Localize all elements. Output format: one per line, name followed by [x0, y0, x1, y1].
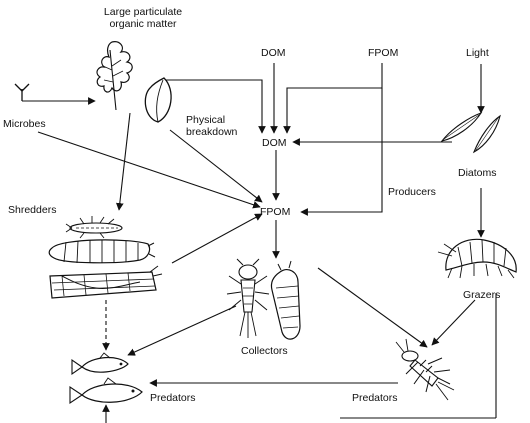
- collectors-label: Collectors: [241, 345, 288, 357]
- arrow-grazers-to-predators: [432, 300, 475, 345]
- predator-fish-icon: [70, 353, 142, 403]
- arrow-leaf-to-shredders: [119, 113, 130, 210]
- shredder-larva-3: [50, 266, 162, 298]
- light-label: Light: [466, 47, 489, 59]
- collector-insects-icon: [227, 259, 300, 339]
- arrow-microbes-to-fpom: [38, 132, 260, 207]
- fish-2: [70, 378, 142, 403]
- dom-top-label: DOM: [261, 47, 286, 59]
- lpom-label: Large particulate organic matter: [88, 6, 198, 30]
- diatom-icon: [442, 113, 500, 152]
- microbe-icon: [15, 84, 29, 101]
- lpom-label-line2: organic matter: [88, 18, 198, 30]
- grazer-amphipod-icon: [438, 239, 516, 278]
- physical-label-line1: Physical: [186, 114, 237, 126]
- fpom-top-label: FPOM: [368, 47, 398, 59]
- shredders-label: Shredders: [8, 204, 56, 216]
- producers-label: Producers: [388, 186, 436, 198]
- arrow-physical-to-fpom: [170, 130, 262, 202]
- arrow-shredders-to-fpom: [172, 214, 262, 263]
- grazers-label: Grazers: [463, 289, 500, 301]
- oak-leaf-icon: [97, 42, 132, 110]
- microbes-label: Microbes: [3, 118, 46, 130]
- predator-insect-icon: [396, 339, 454, 400]
- arrow-producers-to-fpom: [301, 185, 382, 212]
- shredder-larva-1: [66, 216, 122, 238]
- predators-left-label: Predators: [150, 392, 196, 404]
- fish-1: [72, 353, 128, 374]
- fpom-mid-label: FPOM: [260, 206, 290, 218]
- arrow-collectors-to-fish: [128, 306, 236, 355]
- shredder-insects-icon: [49, 216, 162, 298]
- diatoms-label: Diatoms: [458, 167, 497, 179]
- physical-breakdown-label: Physical breakdown: [186, 114, 237, 138]
- arrow-fpom-top-to-dom: [287, 63, 382, 133]
- predators-right-label: Predators: [352, 392, 398, 404]
- smooth-leaf-icon: [145, 78, 171, 122]
- worm-larva-icon: [271, 261, 300, 339]
- lpom-label-line1: Large particulate: [88, 6, 198, 18]
- physical-label-line2: breakdown: [186, 126, 237, 138]
- dom-mid-label: DOM: [262, 137, 287, 149]
- shredder-larva-2: [49, 240, 155, 263]
- mayfly-nymph-icon: [227, 259, 269, 338]
- arrow-fpom-to-predators: [318, 268, 427, 347]
